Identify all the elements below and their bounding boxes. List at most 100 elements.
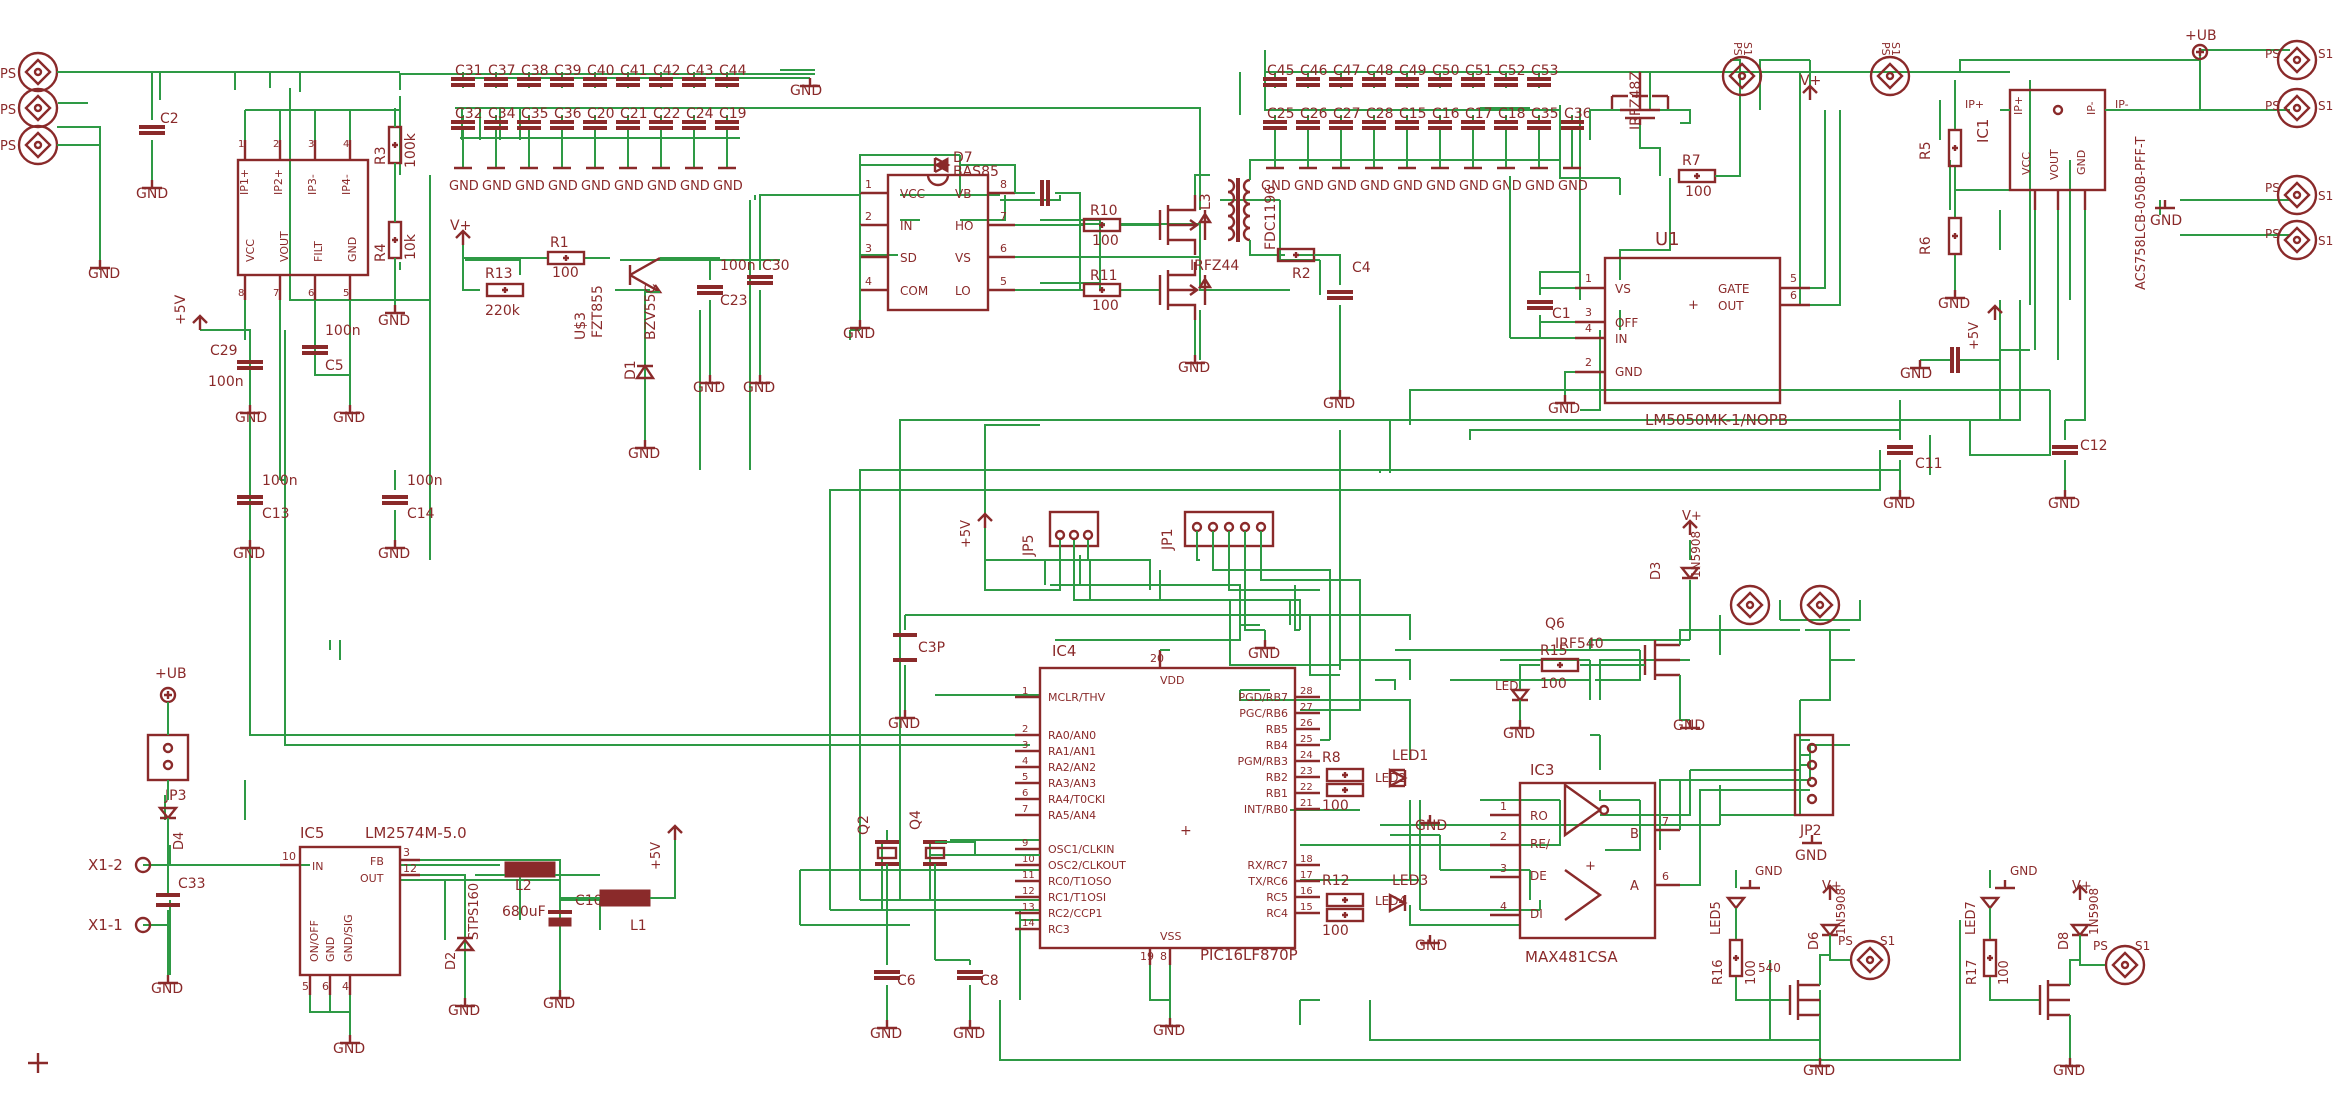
svg-text:GND/SIG: GND/SIG: [342, 914, 355, 962]
svg-text:S1: S1: [2318, 47, 2333, 61]
svg-text:VOUT: VOUT: [2048, 149, 2061, 180]
svg-text:GND: GND: [543, 996, 575, 1012]
capacitor-label: C45: [1267, 63, 1295, 79]
svg-text:ACS758LCB-050B-PFF-T: ACS758LCB-050B-PFF-T: [2134, 137, 2149, 290]
svg-text:GND: GND: [1178, 360, 1210, 376]
svg-text:U$3: U$3: [573, 312, 589, 340]
svg-text:R4: R4: [373, 243, 389, 262]
svg-text:GND: GND: [1803, 1063, 1835, 1079]
svg-text:5: 5: [343, 288, 349, 299]
svg-text:23: 23: [1300, 766, 1313, 777]
svg-text:SD: SD: [900, 251, 917, 265]
svg-text:1N5908: 1N5908: [1689, 531, 1703, 578]
svg-text:IP4-: IP4-: [340, 174, 353, 195]
capacitor-label: C52: [1498, 63, 1526, 79]
svg-text:GND: GND: [1883, 496, 1915, 512]
svg-text:MAX481CSA: MAX481CSA: [1525, 948, 1618, 966]
capacitor-label: C20: [587, 106, 615, 122]
svg-text:R6: R6: [1918, 236, 1934, 255]
svg-text:3: 3: [1500, 862, 1507, 875]
capacitor-label: C25: [1267, 106, 1295, 122]
svg-text:PS: PS: [0, 67, 16, 82]
svg-text:DE: DE: [1530, 869, 1547, 883]
capacitor-c3p: 100n C3P GND: [888, 614, 1411, 732]
svg-text:GND: GND: [2150, 213, 2182, 229]
svg-text:9: 9: [1022, 838, 1028, 849]
svg-text:HO: HO: [955, 219, 973, 233]
svg-text:X1-2: X1-2: [88, 856, 123, 874]
svg-text:LED3: LED3: [1392, 873, 1428, 889]
svg-text:GND: GND: [1755, 864, 1783, 878]
gnd-label: GND: [548, 179, 578, 194]
svg-text:RA0/AN0: RA0/AN0: [1048, 729, 1096, 742]
svg-text:GND: GND: [1673, 718, 1705, 734]
svg-text:RC4: RC4: [1266, 907, 1288, 920]
capacitor-label: C47: [1333, 63, 1361, 79]
svg-text:VCC: VCC: [2020, 152, 2033, 175]
svg-text:IC1: IC1: [1974, 119, 1992, 143]
svg-text:R11: R11: [1090, 268, 1118, 284]
svg-text:26: 26: [1300, 718, 1313, 729]
capacitor-label: C37: [488, 63, 516, 79]
svg-text:GND: GND: [333, 1041, 365, 1057]
svg-text:GND: GND: [790, 83, 822, 99]
bank-capacitor: C50: [1428, 63, 1460, 88]
svg-text:25: 25: [1300, 734, 1313, 745]
svg-text:GND: GND: [628, 446, 660, 462]
svg-text:2: 2: [1500, 830, 1507, 843]
svg-text:FB: FB: [370, 855, 384, 868]
svg-text:17: 17: [1300, 870, 1313, 881]
svg-text:GND: GND: [1615, 365, 1643, 379]
svg-text:GND: GND: [151, 981, 183, 997]
output-stage-led5: LED5 GND R16 100 IRF540 540 GND D6 1N590…: [1709, 864, 1895, 1079]
svg-text:INT/RB0: INT/RB0: [1244, 803, 1288, 816]
capacitor-label: C17: [1465, 106, 1493, 122]
svg-text:D2: D2: [444, 952, 459, 970]
svg-text:RC3: RC3: [1048, 923, 1070, 936]
svg-text:JP3: JP3: [164, 788, 186, 804]
svg-text:S1: S1: [1880, 934, 1895, 948]
svg-text:C10: C10: [575, 893, 603, 909]
svg-text:RA4/T0CKI: RA4/T0CKI: [1048, 793, 1105, 806]
svg-text:10: 10: [1022, 854, 1035, 865]
svg-text:C1: C1: [1552, 306, 1571, 322]
svg-text:GND: GND: [88, 266, 120, 282]
svg-text:IC4: IC4: [1052, 642, 1076, 660]
svg-text:S1: S1: [1889, 42, 1902, 56]
gnd-label: GND: [449, 179, 479, 194]
bank-capacitor: C47: [1329, 63, 1361, 88]
svg-text:+UB: +UB: [2185, 28, 2217, 44]
svg-text:GND: GND: [693, 380, 725, 396]
svg-text:IP-: IP-: [2085, 101, 2098, 115]
svg-text:JP5: JP5: [1021, 535, 1037, 557]
svg-text:GND: GND: [1415, 818, 1447, 834]
gnd-label: GND: [1492, 179, 1522, 194]
svg-text:4: 4: [1585, 322, 1592, 335]
gnd-label: GND: [713, 179, 743, 194]
svg-text:R13: R13: [485, 266, 513, 282]
gnd-label: GND: [581, 179, 611, 194]
svg-text:100: 100: [1322, 798, 1349, 814]
gnd-label: GND: [1261, 179, 1291, 194]
svg-text:GND: GND: [2075, 150, 2088, 175]
svg-text:8: 8: [238, 288, 244, 299]
svg-text:Q4: Q4: [908, 810, 924, 830]
svg-text:16: 16: [1300, 886, 1313, 897]
gnd-label: GND: [680, 179, 710, 194]
svg-text:4: 4: [865, 275, 872, 288]
svg-text:27: 27: [1300, 702, 1313, 713]
svg-text:13: 13: [1022, 902, 1035, 913]
